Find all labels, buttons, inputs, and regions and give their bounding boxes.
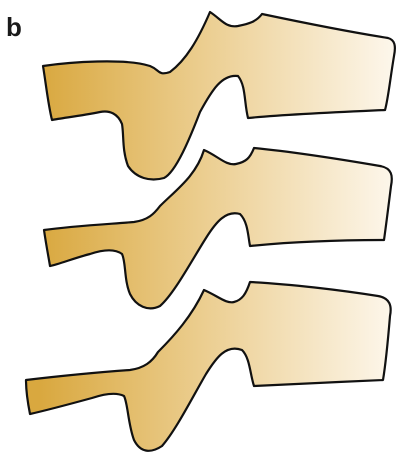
upper-vertebra [41, 10, 396, 181]
vertebra-column [24, 10, 396, 452]
lower-vertebra [24, 280, 392, 452]
panel-label: b [6, 12, 22, 42]
middle-vertebra [42, 146, 393, 310]
